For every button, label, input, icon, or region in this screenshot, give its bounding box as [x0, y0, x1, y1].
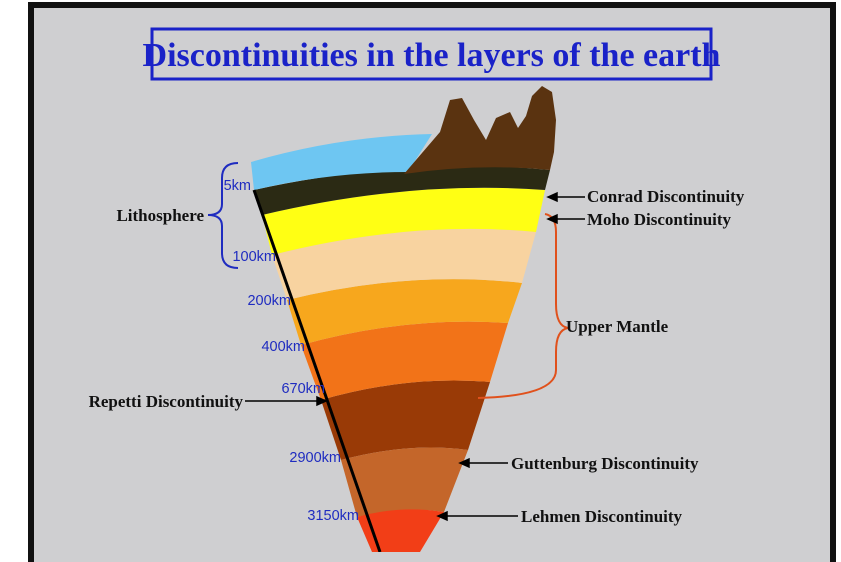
depth-label-400km: 400km — [261, 339, 305, 355]
repetti-discontinuity-label: Repetti Discontinuity — [89, 392, 244, 411]
depth-label-670km: 670km — [281, 381, 325, 397]
lithosphere-label: Lithosphere — [116, 206, 204, 225]
depth-label-5km: 5km — [224, 178, 251, 194]
lehmen-discontinuity-label: Lehmen Discontinuity — [521, 507, 683, 526]
depth-label-3150km: 3150km — [307, 508, 359, 524]
guttenburg-discontinuity-label: Guttenburg Discontinuity — [511, 454, 699, 473]
upper-mantle-label: Upper Mantle — [566, 317, 669, 336]
depth-label-200km: 200km — [247, 293, 291, 309]
conrad-discontinuity-label: Conrad Discontinuity — [587, 187, 745, 206]
diagram-title: Discontinuities in the layers of the ear… — [143, 37, 721, 74]
inner-core-layer — [357, 509, 444, 552]
mountain-shape — [404, 86, 556, 174]
depth-label-100km: 100km — [232, 249, 276, 265]
conrad-arrow-head — [548, 193, 557, 201]
moho-discontinuity-label: Moho Discontinuity — [587, 210, 732, 229]
outer-core-layer — [341, 448, 468, 517]
earth-wedge — [251, 86, 556, 552]
depth-label-2900km: 2900km — [289, 450, 341, 466]
